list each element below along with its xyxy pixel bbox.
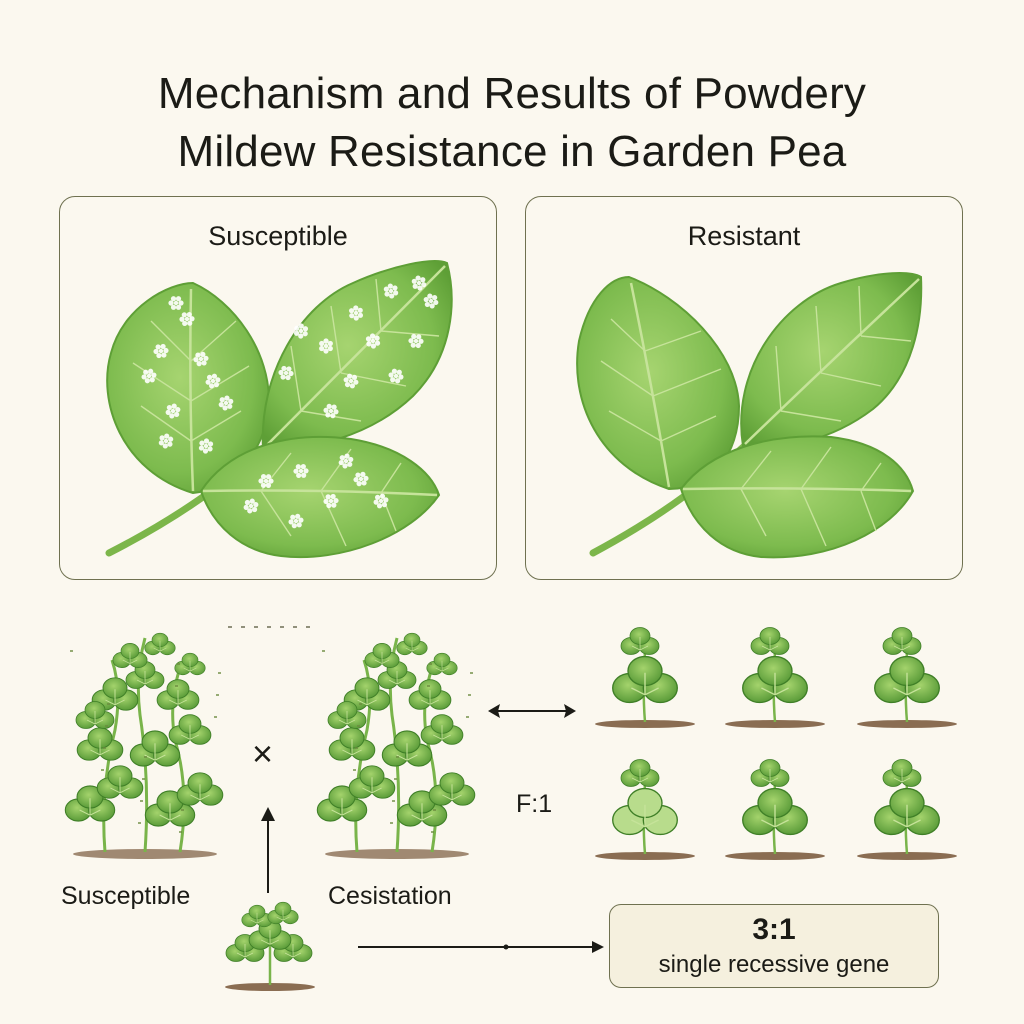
susceptible-panel: Susceptible [59,196,497,580]
mildew-spot [411,275,427,291]
cross-connector-line [228,626,311,628]
mildew-spot [338,453,354,469]
title-line-2: Mildew Resistance in Garden Pea [177,127,847,177]
mildew-spot [141,368,157,384]
up-arrow-icon [261,807,275,893]
title-line-1: Mechanism and Results of Powdery [157,69,867,119]
diagram-title: Mechanism and Results of Powdery Mildew … [0,65,1024,181]
f2-seedling [725,759,825,860]
susceptible-parent-label: Susceptible [61,882,191,910]
resistant-panel: Resistant [525,196,963,580]
healthy-leaf-illustration [576,272,923,559]
mildew-infected-leaf-illustration [105,260,453,558]
mildew-spot [153,343,169,359]
mildew-spot [293,323,309,339]
mildew-spot [423,293,439,309]
f2-seedling [595,759,695,860]
mildew-spot [288,513,304,529]
healthy-leaf-left [576,275,741,491]
mildew-spot [278,365,294,381]
mildew-spot [179,311,195,327]
mildew-spot [388,368,404,384]
mildew-spot [205,373,221,389]
f2-seedling [857,759,957,860]
mildew-spot [365,333,381,349]
inheritance-label: single recessive gene [658,951,890,978]
mildew-spot [383,283,399,299]
resistant-panel-label: Resistant [687,221,801,251]
mildew-spot [193,351,209,367]
cross-symbol: × [252,733,274,774]
healthy-leaf-bottom [679,435,915,559]
f1-label: F:1 [516,790,553,818]
mildew-spot [323,493,339,509]
infected-leaf-left [106,281,271,495]
mildew-spot [373,493,389,509]
healthy-leaf-top-right [740,272,923,449]
offspring-seedling [225,901,315,991]
mildew-spot [198,438,214,454]
mildew-spot [408,333,424,349]
susceptible-parent-plant [64,632,224,859]
powdery-mildew-spots [141,275,439,529]
resistant-parent-label: Cesistation [328,882,452,910]
double-arrow-icon [488,704,576,718]
susceptible-panel-label: Susceptible [208,221,348,251]
mildew-spot [323,403,339,419]
f2-seedling [857,627,957,728]
right-arrow-icon [358,941,604,953]
mildew-spot [243,498,259,514]
segregation-ratio-box: 3:1 single recessive gene [609,904,939,988]
mildew-spot [319,338,333,354]
f2-seedling [595,627,695,728]
mildew-spot [158,433,174,449]
resistant-parent-plant [316,632,476,859]
f2-seedling [725,627,825,728]
segregation-ratio: 3:1 [752,913,796,946]
mildew-spot [293,463,309,479]
mildew-spot [348,305,364,321]
mildew-spot [218,395,234,411]
mildew-spot [258,474,274,488]
mildew-spot [353,471,369,487]
mildew-spot [343,373,359,389]
mildew-spot [165,403,181,419]
mildew-spot [168,296,184,310]
infected-leaf-top-right [261,260,453,451]
infected-leaf-bottom [199,436,441,558]
